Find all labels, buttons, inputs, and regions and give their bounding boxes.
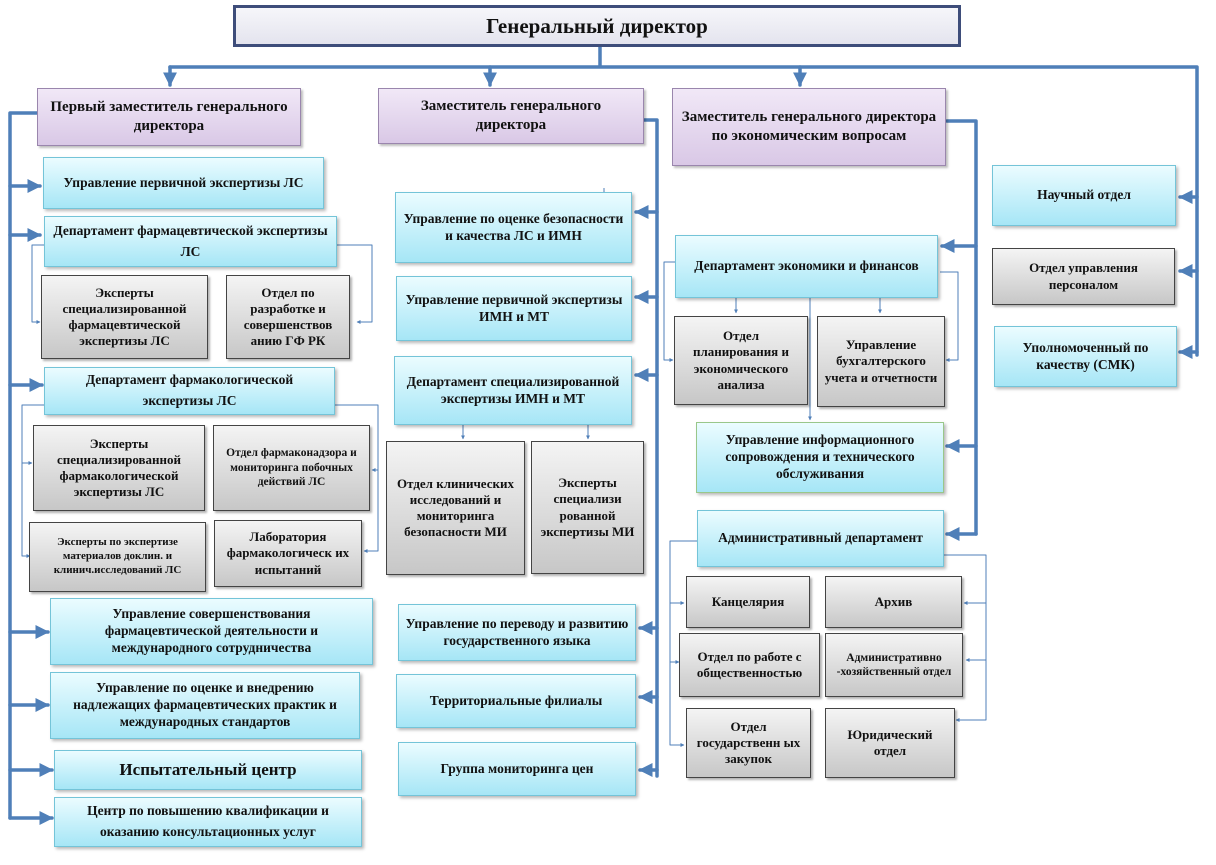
general-director-label: Генеральный директор	[486, 13, 708, 38]
pharmacol-expertise-dept-label: Департамент фармакологической экспертизы…	[85, 372, 294, 408]
testing-center-box: Испытательный центр	[54, 750, 362, 790]
primary-expertise-ls-label: Управление первичной экспертизы ЛС	[63, 174, 304, 190]
economic-deputy-label: Заместитель генерального директора по эк…	[681, 109, 937, 144]
pharmacol-expertise-dept-box: Департамент фармакологической экспертизы…	[44, 367, 335, 415]
general-director-box: Генеральный директор	[233, 5, 961, 47]
gf-rk-dept-box: Отдел по разработке и совершенствов анию…	[226, 275, 350, 359]
pharmacol-experts-label: Эксперты специализированной фармакологич…	[56, 435, 182, 500]
admin-dept-label: Административный департамент	[718, 530, 923, 546]
accounting-mgmt-label: Управление бухгалтерского учета и отчетн…	[824, 337, 938, 385]
chancellery-box: Канцелярия	[686, 576, 810, 628]
economics-dept-box: Департамент экономики и финансов	[675, 235, 938, 298]
pharm-expertise-dept-label: Департамент фармацевтической экспертизы …	[53, 222, 328, 259]
language-mgmt-box: Управление по переводу и развитию госуда…	[398, 604, 636, 661]
admin-dept-box: Административный департамент	[697, 510, 944, 567]
science-dept-label: Научный отдел	[1037, 187, 1131, 203]
public-relations-box: Отдел по работе с общественностью	[679, 633, 820, 697]
testing-center-label: Испытательный центр	[119, 760, 297, 780]
legal-box: Юридический отдел	[825, 708, 955, 778]
pharm-activity-mgmt-box: Управление совершенствования фармацевтич…	[50, 598, 373, 665]
public-relations-label: Отдел по работе с общественностью	[696, 648, 803, 680]
preclinical-experts-box: Эксперты по экспертизе материалов доклин…	[29, 522, 206, 592]
pharmacol-lab-label: Лаборатория фармакологическ их испытаний	[226, 529, 350, 577]
archive-box: Архив	[825, 576, 962, 628]
pharmacol-experts-box: Эксперты специализированной фармакологич…	[33, 425, 205, 511]
planning-dept-label: Отдел планирования и экономического анал…	[693, 328, 789, 392]
price-group-box: Группа мониторинга цен	[398, 742, 636, 796]
first-deputy-label: Первый заместитель генерального директор…	[50, 99, 288, 134]
admin-economic-label: Административно -хозяйственный отдел	[836, 651, 952, 678]
practices-mgmt-label: Управление по оценке и внедрению надлежа…	[73, 680, 337, 729]
economic-deputy-box: Заместитель генерального директора по эк…	[672, 88, 946, 166]
first-deputy-box: Первый заместитель генерального директор…	[37, 88, 301, 146]
accounting-mgmt-box: Управление бухгалтерского учета и отчетн…	[817, 316, 945, 407]
mi-experts-label: Эксперты специализи рованной экспертизы …	[540, 475, 635, 539]
special-expertise-dept-label: Департамент специализированной экспертиз…	[406, 373, 620, 406]
primary-expertise-imn-label: Управление первичной экспертизы ИМН и МТ	[405, 291, 623, 324]
procurement-box: Отдел государственн ых закупок	[686, 708, 811, 778]
hr-dept-label: Отдел управления персоналом	[1029, 260, 1138, 292]
admin-economic-box: Административно -хозяйственный отдел	[825, 633, 963, 697]
economics-dept-label: Департамент экономики и финансов	[694, 258, 919, 274]
primary-expertise-imn-box: Управление первичной экспертизы ИМН и МТ	[396, 276, 632, 341]
preclinical-experts-label: Эксперты по экспертизе материалов доклин…	[53, 536, 182, 576]
safety-quality-mgmt-box: Управление по оценке безопасности и каче…	[395, 192, 632, 263]
pharmacovigilance-dept-label: Отдел фармаконадзора и мониторинга побоч…	[226, 447, 357, 489]
clinical-dept-label: Отдел клинических исследований и монитор…	[397, 475, 514, 540]
pharm-experts-box: Эксперты специализированной фармацевтиче…	[41, 275, 208, 359]
pharm-activity-mgmt-label: Управление совершенствования фармацевтич…	[104, 606, 319, 655]
hr-dept-box: Отдел управления персоналом	[992, 248, 1175, 305]
branches-box: Территориальные филиалы	[396, 674, 636, 728]
planning-dept-box: Отдел планирования и экономического анал…	[674, 316, 808, 405]
chancellery-label: Канцелярия	[711, 593, 785, 609]
branches-label: Территориальные филиалы	[429, 692, 603, 708]
language-mgmt-label: Управление по переводу и развитию госуда…	[405, 615, 629, 648]
pharmacol-lab-box: Лаборатория фармакологическ их испытаний	[214, 520, 362, 587]
procurement-label: Отдел государственн ых закупок	[696, 718, 801, 767]
primary-expertise-ls-box: Управление первичной экспертизы ЛС	[43, 157, 324, 209]
archive-label: Архив	[874, 593, 913, 609]
qualification-center-label: Центр по повышению квалификации и оказан…	[87, 803, 329, 839]
gf-rk-dept-label: Отдел по разработке и совершенствов анию…	[243, 284, 333, 349]
safety-quality-mgmt-label: Управление по оценке безопасности и каче…	[403, 210, 624, 243]
pharm-experts-label: Эксперты специализированной фармацевтиче…	[62, 284, 187, 349]
price-group-label: Группа мониторинга цен	[440, 760, 594, 776]
clinical-dept-box: Отдел клинических исследований и монитор…	[386, 441, 525, 575]
science-dept-box: Научный отдел	[992, 165, 1176, 226]
quality-rep-box: Уполномоченный по качеству (СМК)	[994, 326, 1177, 387]
special-expertise-dept-box: Департамент специализированной экспертиз…	[394, 356, 632, 425]
deputy-box: Заместитель генерального директора	[378, 88, 644, 144]
pharmacovigilance-dept-box: Отдел фармаконадзора и мониторинга побоч…	[213, 425, 370, 511]
it-mgmt-box: Управление информационного сопровождения…	[696, 422, 944, 493]
it-mgmt-label: Управление информационного сопровождения…	[725, 432, 915, 481]
mi-experts-box: Эксперты специализи рованной экспертизы …	[531, 441, 644, 574]
pharm-expertise-dept-box: Департамент фармацевтической экспертизы …	[44, 216, 337, 267]
qualification-center-box: Центр по повышению квалификации и оказан…	[54, 797, 362, 847]
practices-mgmt-box: Управление по оценке и внедрению надлежа…	[50, 672, 360, 739]
legal-label: Юридический отдел	[847, 726, 933, 758]
deputy-label: Заместитель генерального директора	[420, 98, 602, 133]
quality-rep-label: Уполномоченный по качеству (СМК)	[1022, 339, 1149, 372]
